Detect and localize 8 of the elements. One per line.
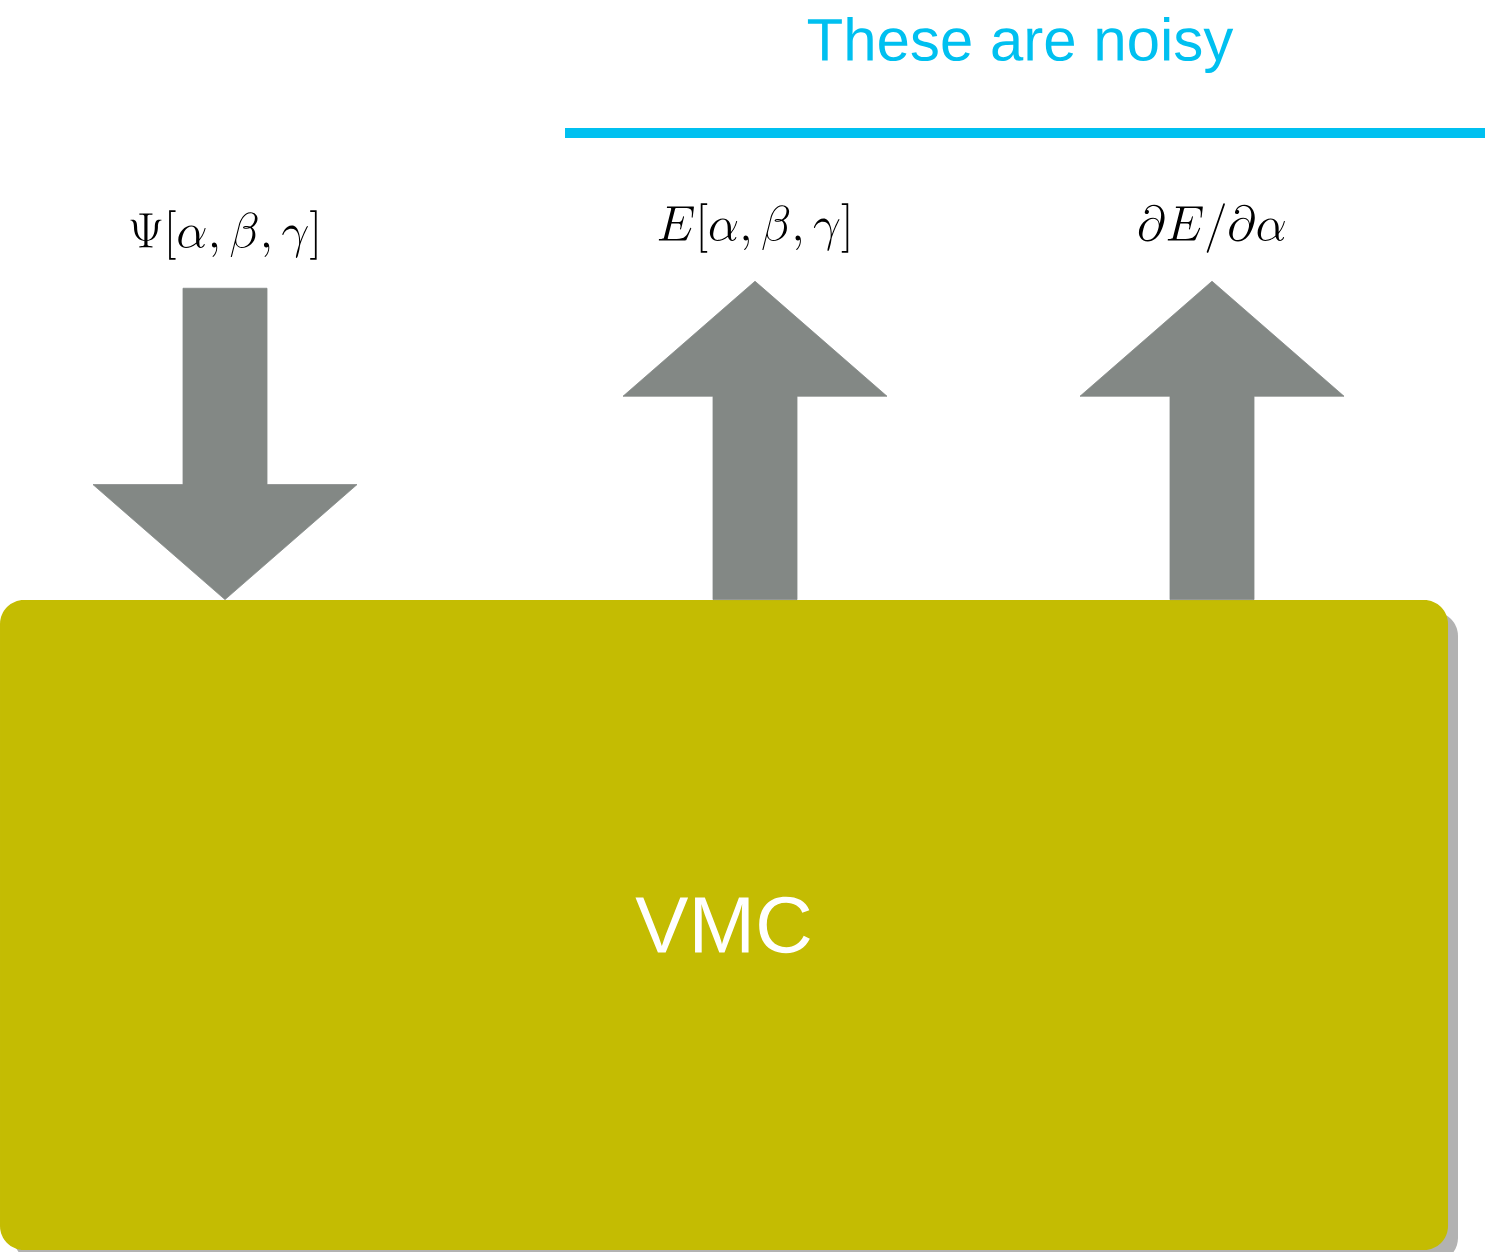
note-text: These are noisy	[807, 17, 1234, 73]
process-box: VMC	[0, 600, 1448, 1250]
formula: $E[\alpha,\beta,\gamma]$	[658, 203, 849, 253]
block-arrow	[1079, 280, 1345, 600]
block-arrow	[92, 287, 358, 600]
formula: $\partial E/\partial\alpha$	[1138, 203, 1285, 253]
block-arrow	[622, 280, 888, 600]
formula: $\Psi[\alpha,\beta,\gamma]$	[130, 210, 317, 260]
